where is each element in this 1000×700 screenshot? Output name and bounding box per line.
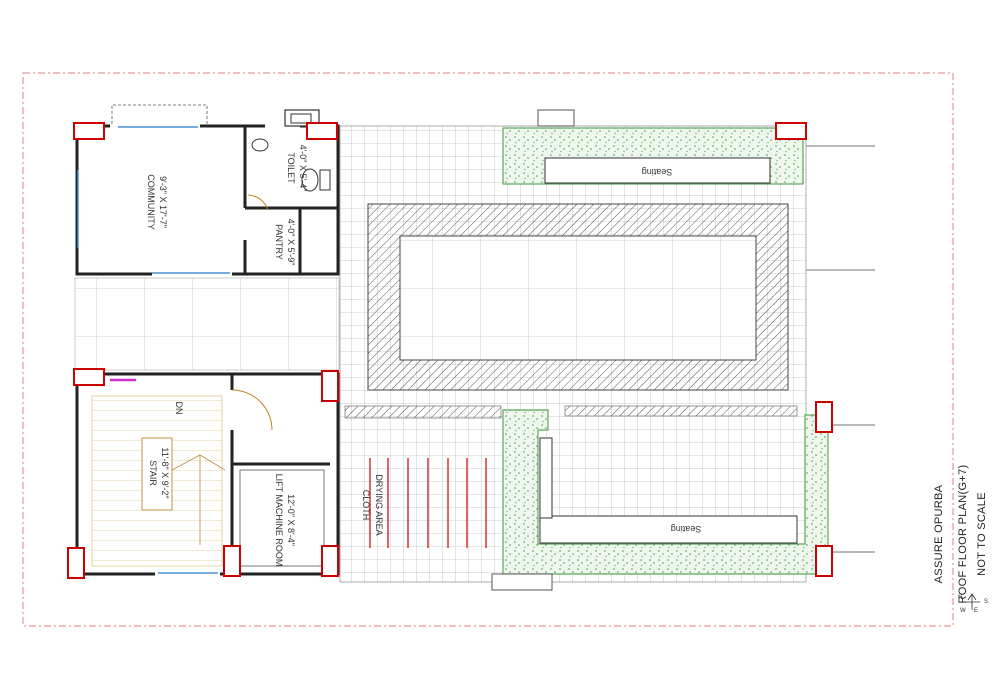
planter-bottom	[502, 409, 829, 575]
compass-arrow-icon	[964, 593, 980, 610]
column	[321, 370, 339, 402]
stair-dn-label: DN	[174, 402, 184, 415]
cloth-drying-lines	[369, 458, 487, 548]
vent-box-inner	[290, 113, 312, 124]
stair-size: 11'-8" X 9'-2"	[160, 447, 170, 498]
column	[815, 545, 833, 577]
mid-hatched-band	[344, 405, 502, 419]
column	[73, 122, 105, 140]
lift-room-walls	[232, 372, 340, 576]
lift-label: LIFT MACHINE ROOM	[274, 474, 284, 567]
toilet-size: 4'-0" X 5'-4"	[298, 145, 308, 192]
scale-note: NOT TO SCALE	[976, 492, 988, 576]
corridor-tiles	[74, 277, 340, 371]
toilet-label: TOILET	[286, 152, 296, 184]
column	[775, 122, 807, 140]
community-size: 9'-3" X 17'-7"	[158, 176, 168, 228]
compass-e: E	[974, 608, 978, 614]
column	[815, 401, 833, 433]
community-label: COMMUNITY	[146, 174, 156, 230]
compass-rose: N S E W	[958, 593, 988, 614]
structural-columns	[67, 122, 833, 579]
column	[67, 547, 85, 579]
column	[306, 122, 338, 140]
toilet-wc-tank	[319, 169, 331, 191]
stair-arrow	[171, 454, 226, 545]
seating-back	[539, 437, 553, 519]
compass-n: N	[958, 595, 962, 601]
column	[321, 545, 339, 577]
stair-landing	[141, 437, 173, 511]
toilet-door-swing	[247, 194, 269, 211]
compass-s: S	[984, 599, 988, 605]
toilet-pantry-walls	[245, 124, 340, 276]
seating-bottom-bench	[539, 515, 798, 544]
terrace-top-box	[537, 109, 575, 127]
central-tiled-area	[399, 235, 757, 361]
terrace-bottom-box	[491, 573, 553, 591]
sheet-title: ROOF FLOOR PLAN(G+7)	[957, 465, 969, 604]
lift-size: 12'-0" X 8'-4"	[286, 494, 296, 546]
stair-label: STAIR	[148, 460, 158, 486]
stair-door-swing	[231, 389, 273, 431]
column	[73, 368, 105, 386]
mid-hatched-band-2	[564, 405, 798, 417]
toilet-basin-icon	[251, 138, 269, 152]
seating-bottom-label: Seating	[671, 524, 702, 534]
column	[223, 545, 241, 577]
seating-top-label: Seating	[642, 167, 673, 177]
seating-top-bench	[544, 157, 771, 184]
compass-w: W	[960, 608, 966, 614]
cloth-label: CLOTH	[361, 490, 371, 521]
extension-lines	[806, 145, 875, 553]
community-room	[77, 126, 245, 274]
lift-shaft	[239, 469, 325, 567]
toilet-wc-icon	[301, 168, 319, 192]
cloth-drying-label: DRYING AREA	[374, 474, 384, 535]
project-title: ASSURE OPURBA	[933, 484, 945, 583]
pantry-size: 4'-0" X 5'-9"	[286, 219, 296, 266]
pantry-label: PANTRY	[274, 224, 284, 260]
top-projection-line	[111, 104, 208, 124]
